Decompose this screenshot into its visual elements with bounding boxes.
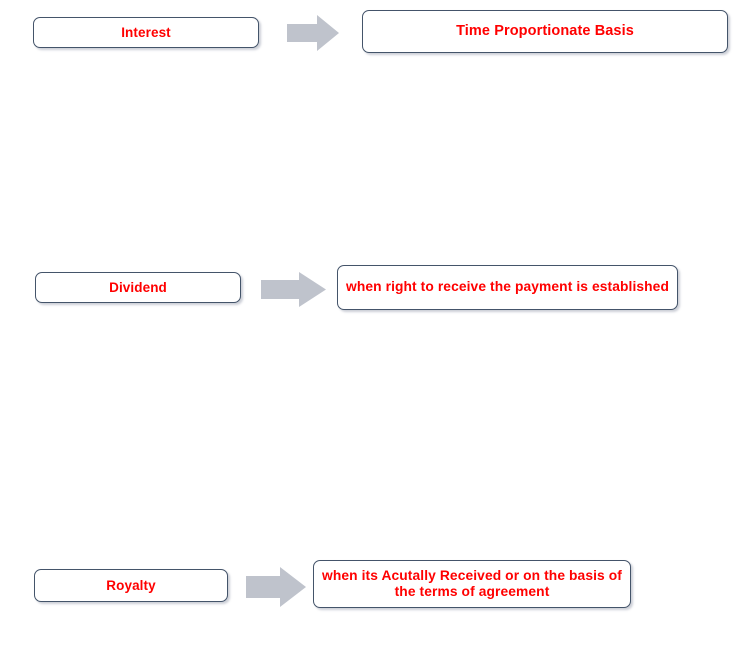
flow-box-source-dividend-label: Dividend <box>109 279 167 295</box>
flow-box-target-interest[interactable]: Time Proportionate Basis <box>362 10 728 53</box>
right-block-arrow-icon <box>287 15 339 51</box>
flow-box-target-dividend[interactable]: when right to receive the payment is est… <box>337 265 678 310</box>
flow-box-source-interest[interactable]: Interest <box>33 17 259 48</box>
flow-box-target-interest-label: Time Proportionate Basis <box>456 22 634 39</box>
flow-box-target-dividend-label: when right to receive the payment is est… <box>346 279 669 295</box>
flow-box-source-interest-label: Interest <box>121 24 171 40</box>
flow-box-source-dividend[interactable]: Dividend <box>35 272 241 303</box>
flow-box-source-royalty[interactable]: Royalty <box>34 569 228 602</box>
right-block-arrow-icon <box>246 567 306 607</box>
flow-box-target-royalty-label: when its Acutally Received or on the bas… <box>322 567 622 599</box>
right-block-arrow-icon <box>261 272 326 307</box>
flow-box-source-royalty-label: Royalty <box>106 577 156 593</box>
flow-box-target-royalty[interactable]: when its Acutally Received or on the bas… <box>313 560 631 608</box>
